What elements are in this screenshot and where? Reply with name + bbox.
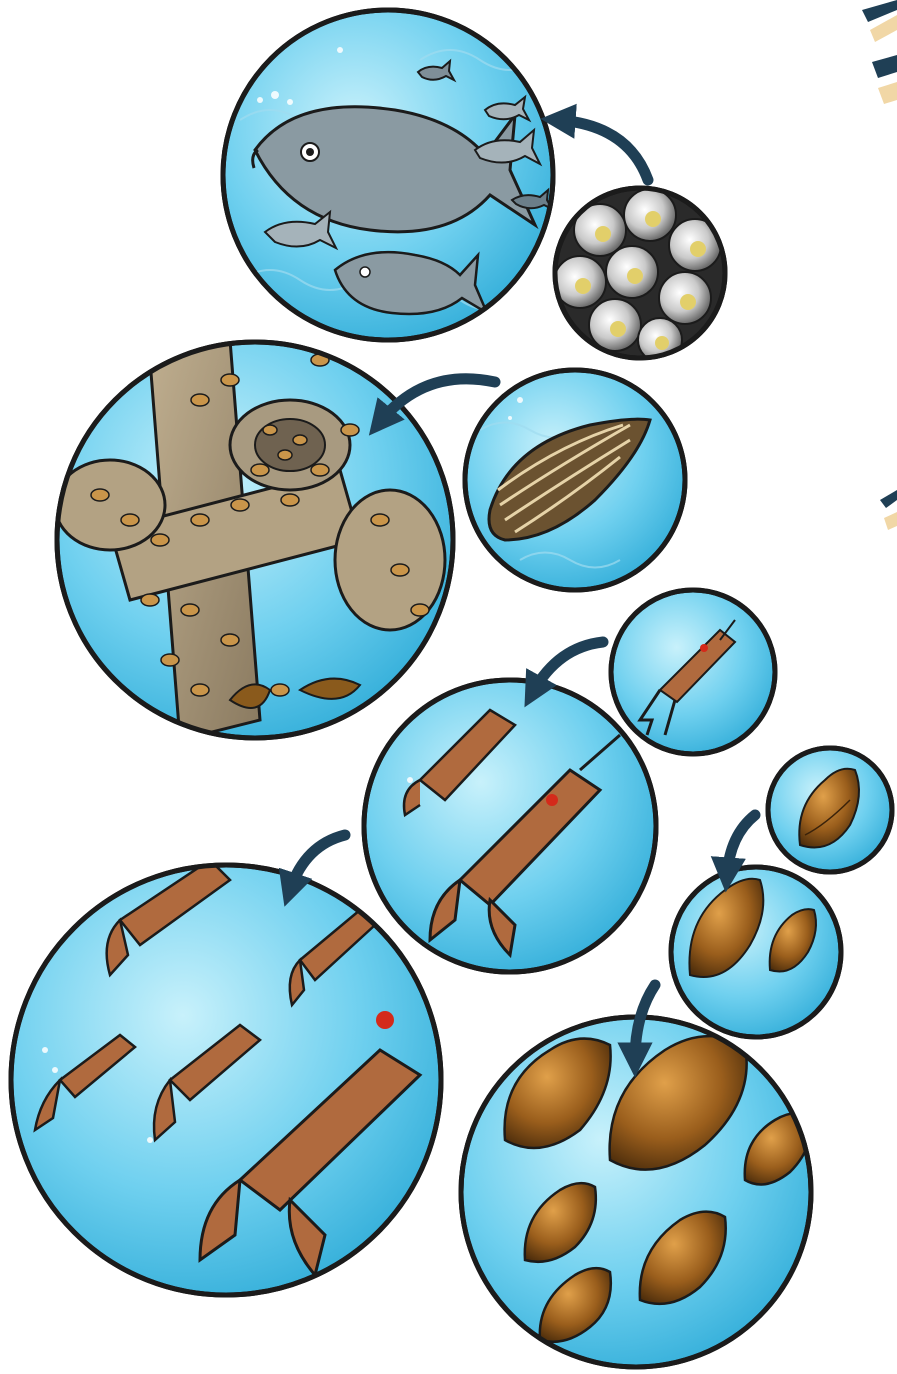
panel-mussel-infestation: [55, 340, 453, 740]
panel-crayfish-pair: [364, 680, 656, 972]
arrow-eggs-to-fish: [558, 120, 648, 180]
panel-fish-school: [223, 10, 553, 340]
panel-snail-single: [768, 748, 892, 872]
arrow-crayfish-single-to-pair: [533, 642, 603, 692]
panel-snail-swarm: [461, 1017, 811, 1367]
arrow-crayfish-pair-to-swarm: [290, 835, 345, 890]
panel-crayfish-single: [611, 590, 775, 754]
decorative-corner-strokes: [862, 0, 897, 530]
panel-crayfish-swarm: [11, 860, 441, 1295]
panel-fish-eggs: [554, 188, 725, 362]
panel-mussel-single: [465, 370, 685, 590]
panel-snail-pair: [671, 867, 841, 1037]
